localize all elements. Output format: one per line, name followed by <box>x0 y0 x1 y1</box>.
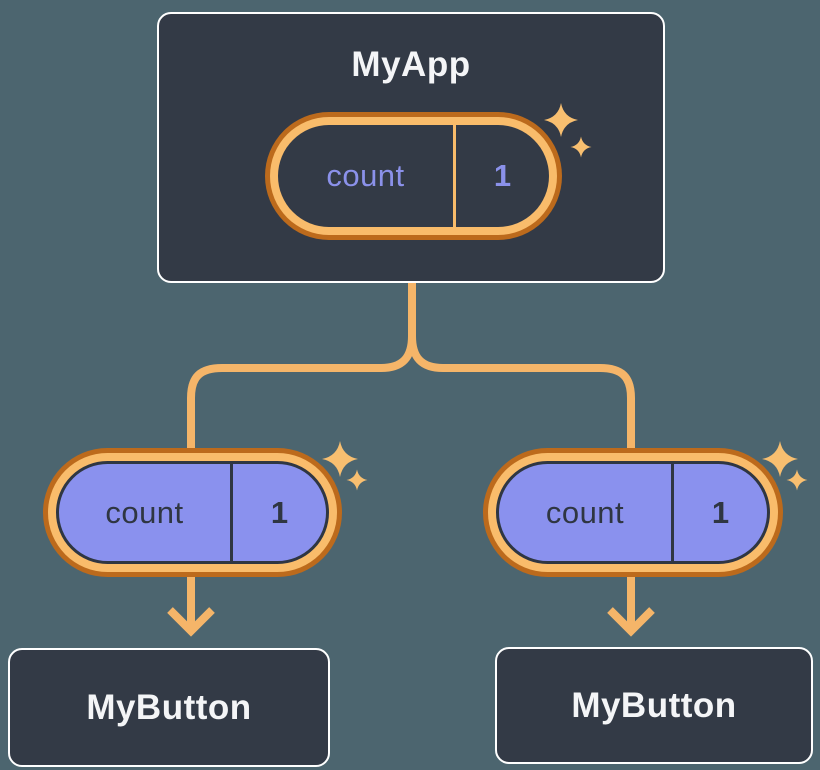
prop-pill-ring: count 1 <box>48 453 337 572</box>
prop-name: count <box>545 494 625 530</box>
prop-value: 1 <box>270 494 289 530</box>
root-component-title: MyApp <box>351 45 471 84</box>
pill-divider <box>671 464 674 561</box>
arrowhead-right-icon <box>607 607 655 637</box>
state-value: 1 <box>493 158 512 193</box>
pill-divider <box>453 125 456 227</box>
prop-name: count <box>105 494 184 530</box>
child-component-title: MyButton <box>86 687 252 727</box>
prop-value: 1 <box>711 494 730 530</box>
prop-pill-left: count 1 <box>43 448 342 577</box>
arrowhead-left-icon <box>167 607 215 637</box>
state-pill-ring: count 1 <box>270 117 557 235</box>
child-component-title: MyButton <box>571 685 737 725</box>
root-component-node: MyApp count 1 <box>157 12 665 283</box>
prop-pill-right: count 1 <box>483 448 783 577</box>
prop-pill-ring: count 1 <box>488 453 778 572</box>
state-pill-root: count 1 <box>265 112 562 240</box>
child-component-node-left: MyButton <box>8 648 330 767</box>
child-component-node-right: MyButton <box>495 647 813 764</box>
state-name: count <box>326 158 405 193</box>
